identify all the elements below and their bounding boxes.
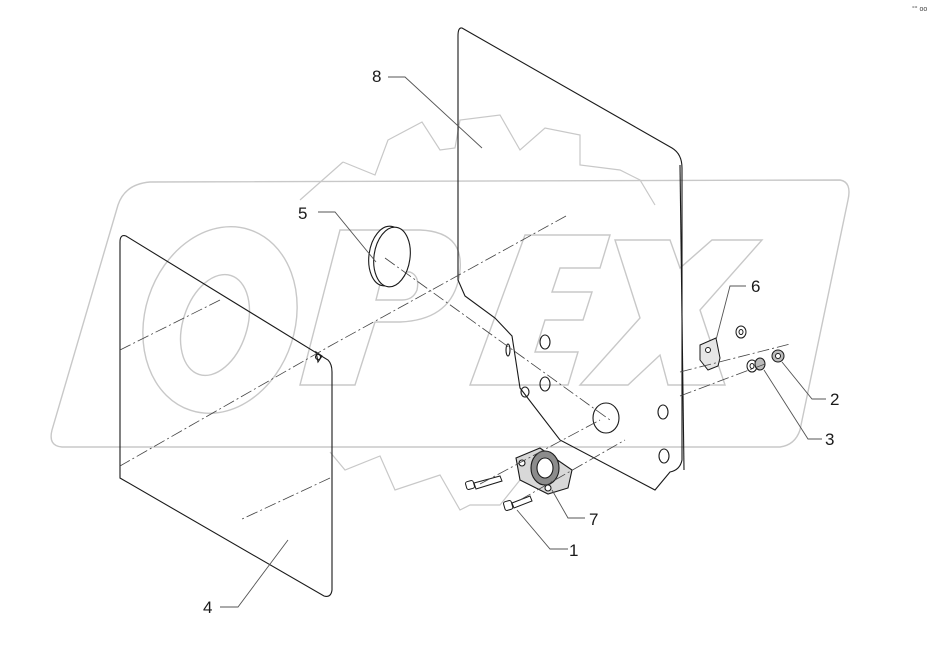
round-cover-part-5 xyxy=(368,225,411,288)
callout-6: 6 xyxy=(751,277,760,296)
callout-7: 7 xyxy=(589,510,598,529)
callouts: 8 5 6 2 3 7 1 4 xyxy=(203,67,839,617)
callout-2: 2 xyxy=(830,390,839,409)
gear-watermark-icon xyxy=(299,114,656,511)
bolts-part-1 xyxy=(465,475,533,511)
callout-5: 5 xyxy=(298,204,307,223)
opex-watermark-logo xyxy=(50,179,850,448)
nuts-washers-parts-2-3 xyxy=(735,325,785,373)
leader-lines xyxy=(220,76,826,608)
callout-3: 3 xyxy=(825,430,834,449)
hole xyxy=(539,334,551,350)
callout-8: 8 xyxy=(372,67,381,86)
bearing-housing-part-7 xyxy=(515,447,573,495)
callout-1: 1 xyxy=(569,541,578,560)
corner-mark: °° oo xyxy=(912,5,927,13)
back-plate-part-8 xyxy=(457,27,685,491)
bracket-clip-part-6 xyxy=(699,337,721,371)
cover-panel-part-4 xyxy=(119,235,333,597)
center-lines xyxy=(119,215,791,521)
callout-4: 4 xyxy=(203,598,212,617)
